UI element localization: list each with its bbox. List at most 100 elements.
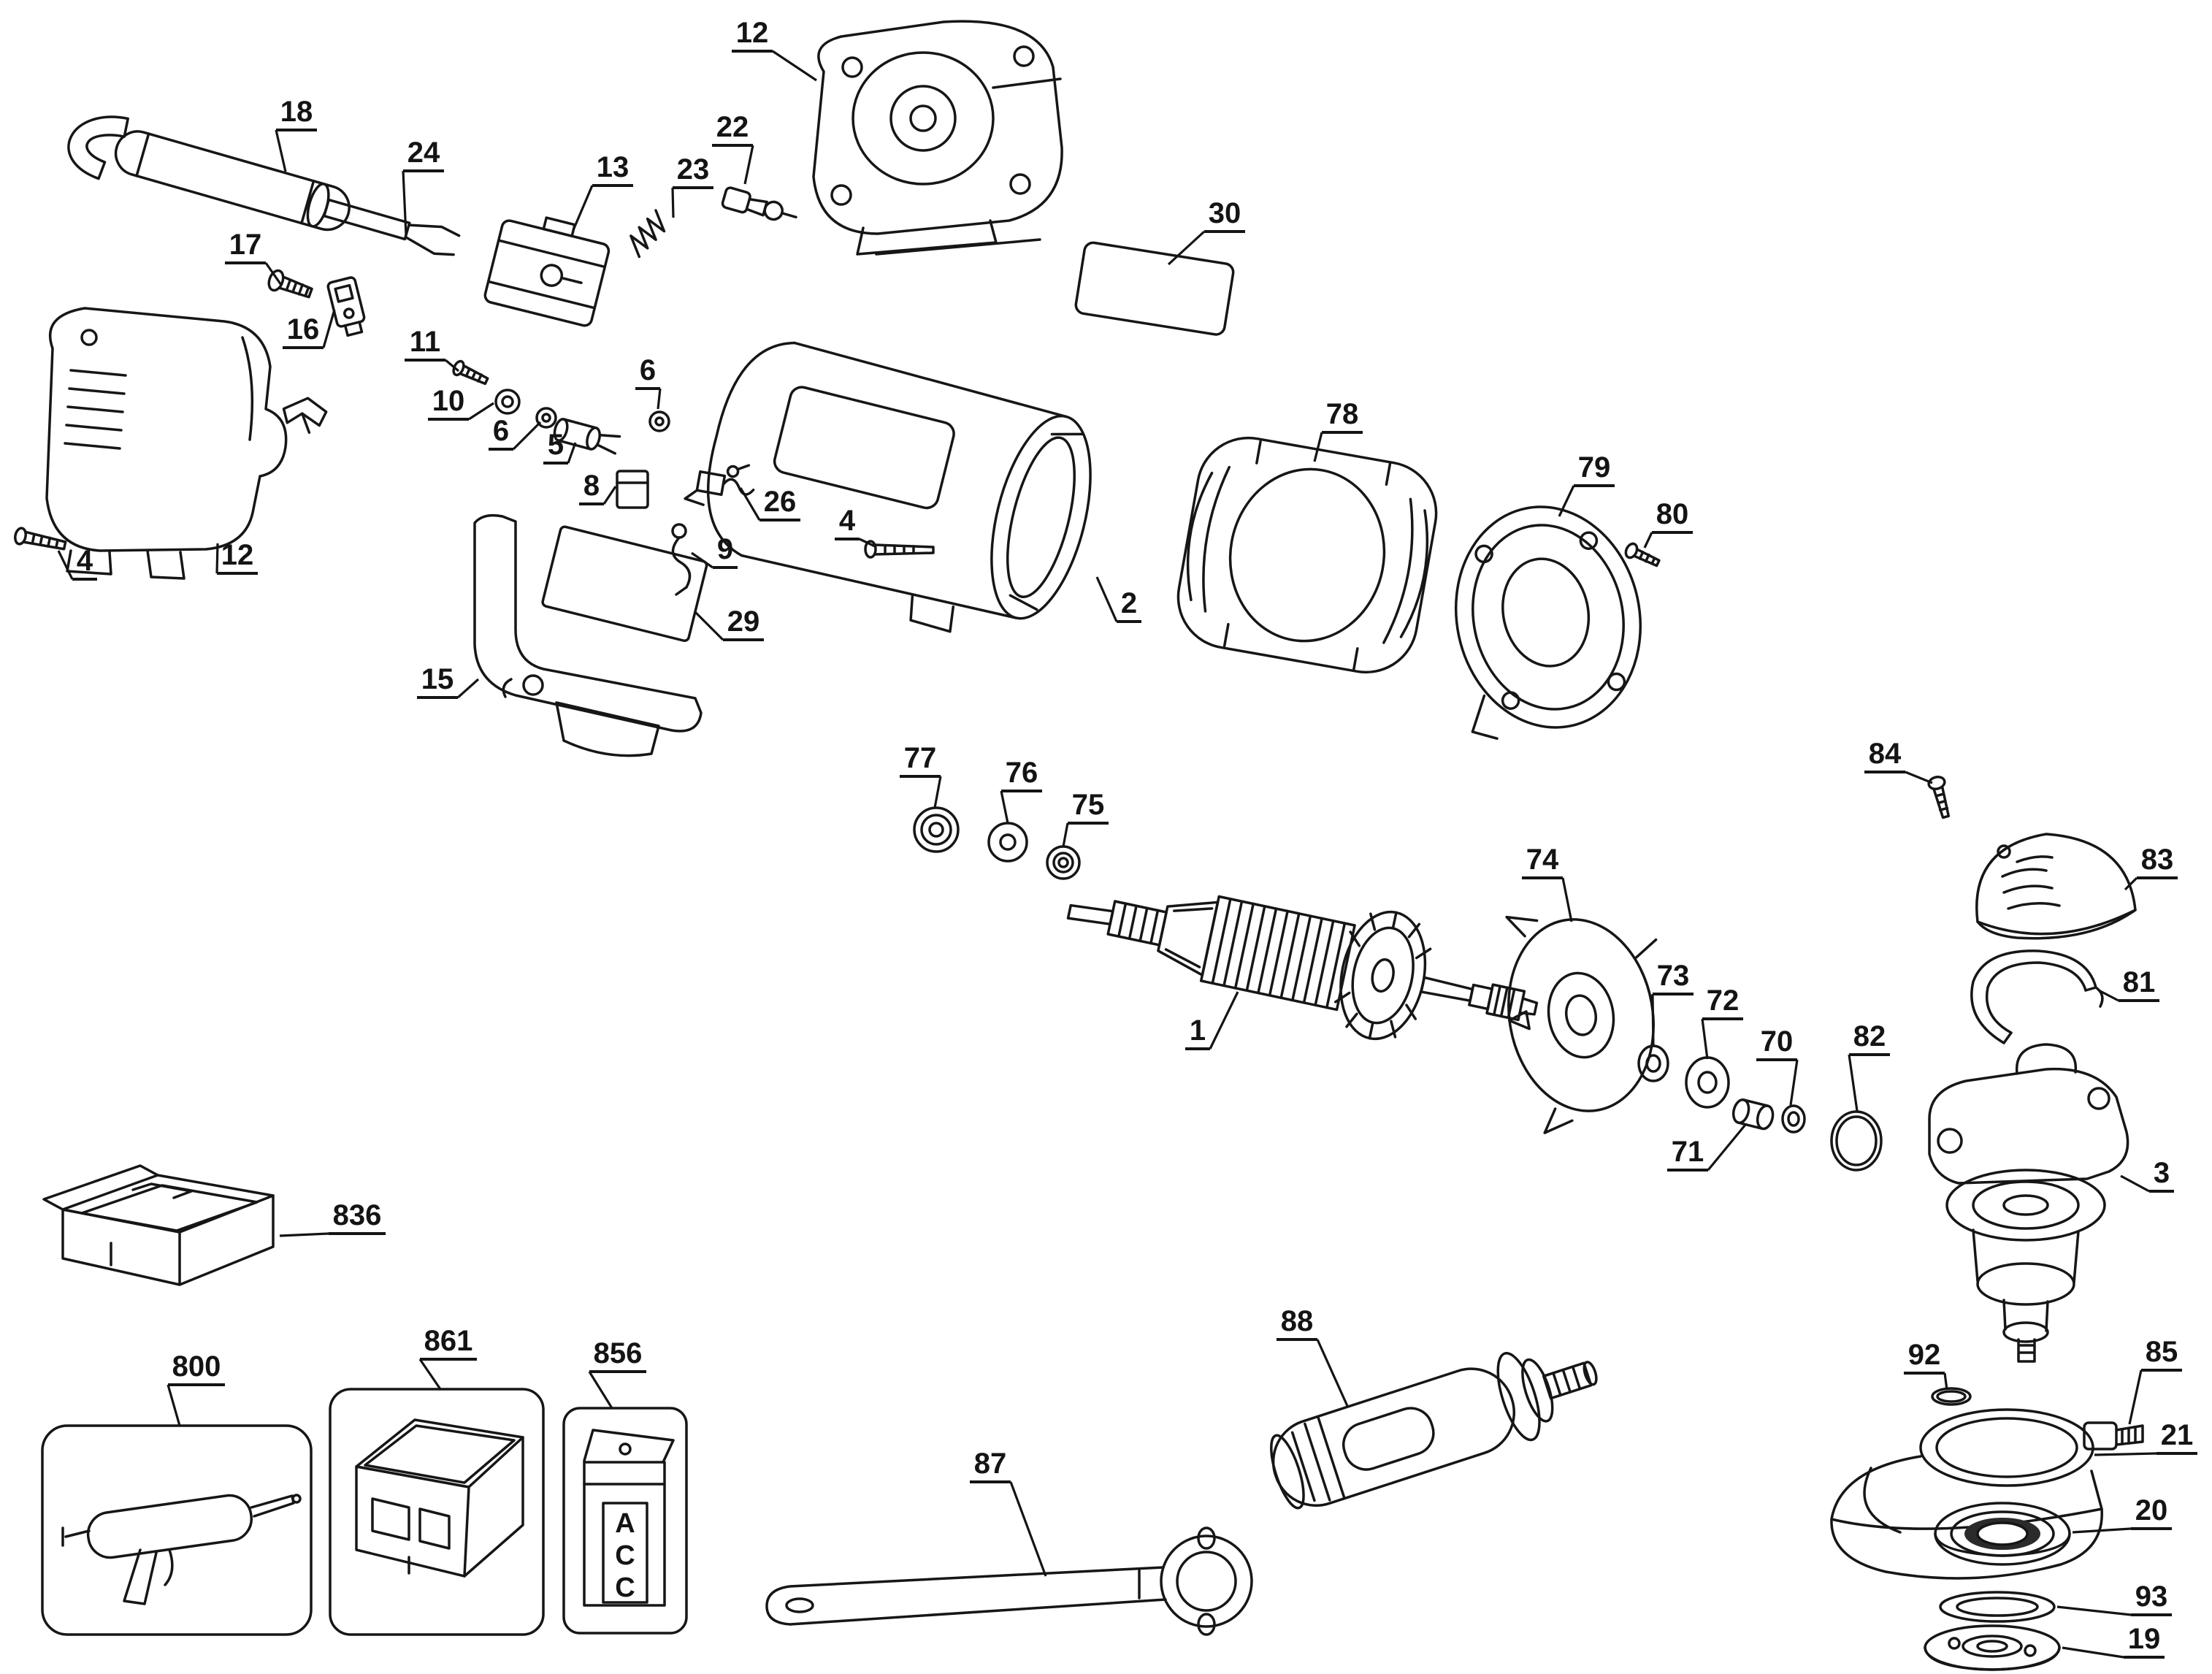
ball-bearing	[913, 806, 960, 853]
leader-line	[1095, 576, 1118, 622]
washer	[1046, 845, 1081, 880]
part-number-label: 20	[2135, 1494, 2168, 1526]
brush-block	[616, 470, 649, 509]
part-number-label: 16	[287, 313, 320, 345]
leader-line	[1905, 771, 1933, 784]
part-number-label: 6	[640, 354, 656, 386]
part-number-label: 24	[407, 137, 440, 169]
part-number-label: 30	[1209, 197, 1241, 229]
part-number-label: 10	[432, 385, 465, 417]
screw-icon	[864, 540, 935, 559]
motor-cover	[45, 307, 288, 580]
part-number-label: 3	[2154, 1157, 2170, 1189]
leader-line	[264, 262, 283, 286]
leader-line	[1848, 1054, 1859, 1112]
leader-line	[2098, 989, 2119, 1002]
leader-line	[322, 309, 336, 348]
part-number-label: 5	[548, 429, 564, 461]
leader-line	[859, 538, 876, 548]
acc-letter: A	[615, 1508, 635, 1539]
brush-holder	[326, 276, 366, 337]
bushing	[1731, 1098, 1775, 1131]
warning-label	[541, 525, 708, 643]
pin-wrench	[765, 1526, 1253, 1636]
wave-washer	[1939, 1591, 2056, 1623]
part-number-label: 83	[2141, 844, 2174, 876]
gear-cover	[1975, 833, 2137, 940]
nameplate	[1074, 241, 1235, 336]
handle-rod	[67, 115, 461, 256]
part-number-label: 88	[1281, 1305, 1314, 1337]
part-number-label: 80	[1656, 498, 1689, 530]
leader-line	[1643, 532, 1653, 549]
bearing-sleeve	[553, 418, 621, 455]
leader-line	[444, 359, 460, 372]
lock-lever	[473, 513, 703, 757]
leader-line	[743, 145, 754, 185]
bearing-flange	[1454, 505, 1642, 740]
part-number-label: 85	[2146, 1336, 2178, 1368]
leader-line	[1707, 1123, 1747, 1172]
part-number-label: 22	[716, 111, 749, 143]
spring	[629, 209, 666, 259]
leader-line	[456, 678, 480, 699]
acc-letter: C	[615, 1572, 635, 1603]
part-number-label: 8	[583, 470, 600, 502]
screw-icon	[267, 269, 313, 299]
part-number-label: 11	[410, 326, 440, 358]
accessory-800-frame	[41, 1424, 313, 1636]
leader-line	[167, 1384, 181, 1426]
leader-line	[2120, 1174, 2150, 1193]
part-number-label: 17	[229, 229, 262, 261]
wheel-guard	[1830, 1408, 2144, 1580]
gearcase-top-view	[812, 20, 1063, 256]
leader-line	[512, 421, 542, 451]
part-number-label: 861	[424, 1325, 473, 1357]
part-number-label: 9	[717, 533, 733, 565]
switch-button	[721, 186, 797, 221]
leader-line	[691, 551, 713, 569]
carry-case	[355, 1418, 524, 1578]
backing-flange	[1934, 1502, 2071, 1566]
part-number-label: 19	[2128, 1623, 2161, 1655]
washer	[648, 410, 670, 432]
leader-line	[657, 388, 662, 410]
leader-line	[1009, 1481, 1047, 1577]
part-number-label: 87	[974, 1448, 1007, 1480]
part-number-label: 79	[1578, 451, 1611, 484]
part-number-label: 78	[1326, 398, 1359, 430]
leader-line	[418, 1358, 442, 1390]
part-number-label: 4	[839, 505, 856, 537]
part-number-label: 26	[764, 486, 797, 518]
screw-icon	[1624, 542, 1661, 567]
leader-line	[2072, 1527, 2132, 1534]
switch	[483, 216, 611, 327]
armature	[1066, 895, 1539, 1041]
washer	[494, 389, 521, 415]
leader-line	[772, 50, 817, 82]
part-number-label: 75	[1072, 789, 1105, 821]
screw-icon	[1927, 776, 1951, 819]
leader-line	[215, 543, 219, 574]
nut	[1781, 1104, 1806, 1134]
leader-line	[1558, 485, 1575, 517]
part-number-label: 77	[904, 742, 937, 774]
part-number-label: 72	[1707, 985, 1740, 1017]
leader-line	[602, 486, 617, 505]
leader-line	[402, 170, 407, 236]
leader-line	[694, 611, 724, 641]
leader-line	[57, 550, 74, 580]
part-number-label: 76	[1006, 757, 1038, 789]
o-ring-small	[1931, 1387, 1972, 1406]
leader-line	[2094, 1452, 2157, 1456]
retaining-clip	[1970, 949, 2104, 1044]
leader-line	[588, 1371, 613, 1409]
part-number-label: 81	[2123, 966, 2156, 998]
washer	[1637, 1044, 1669, 1082]
baffle-plate	[1505, 915, 1658, 1134]
part-number-label: 71	[1672, 1136, 1704, 1168]
leader-line	[1209, 991, 1239, 1050]
acc-letter: C	[615, 1540, 635, 1571]
